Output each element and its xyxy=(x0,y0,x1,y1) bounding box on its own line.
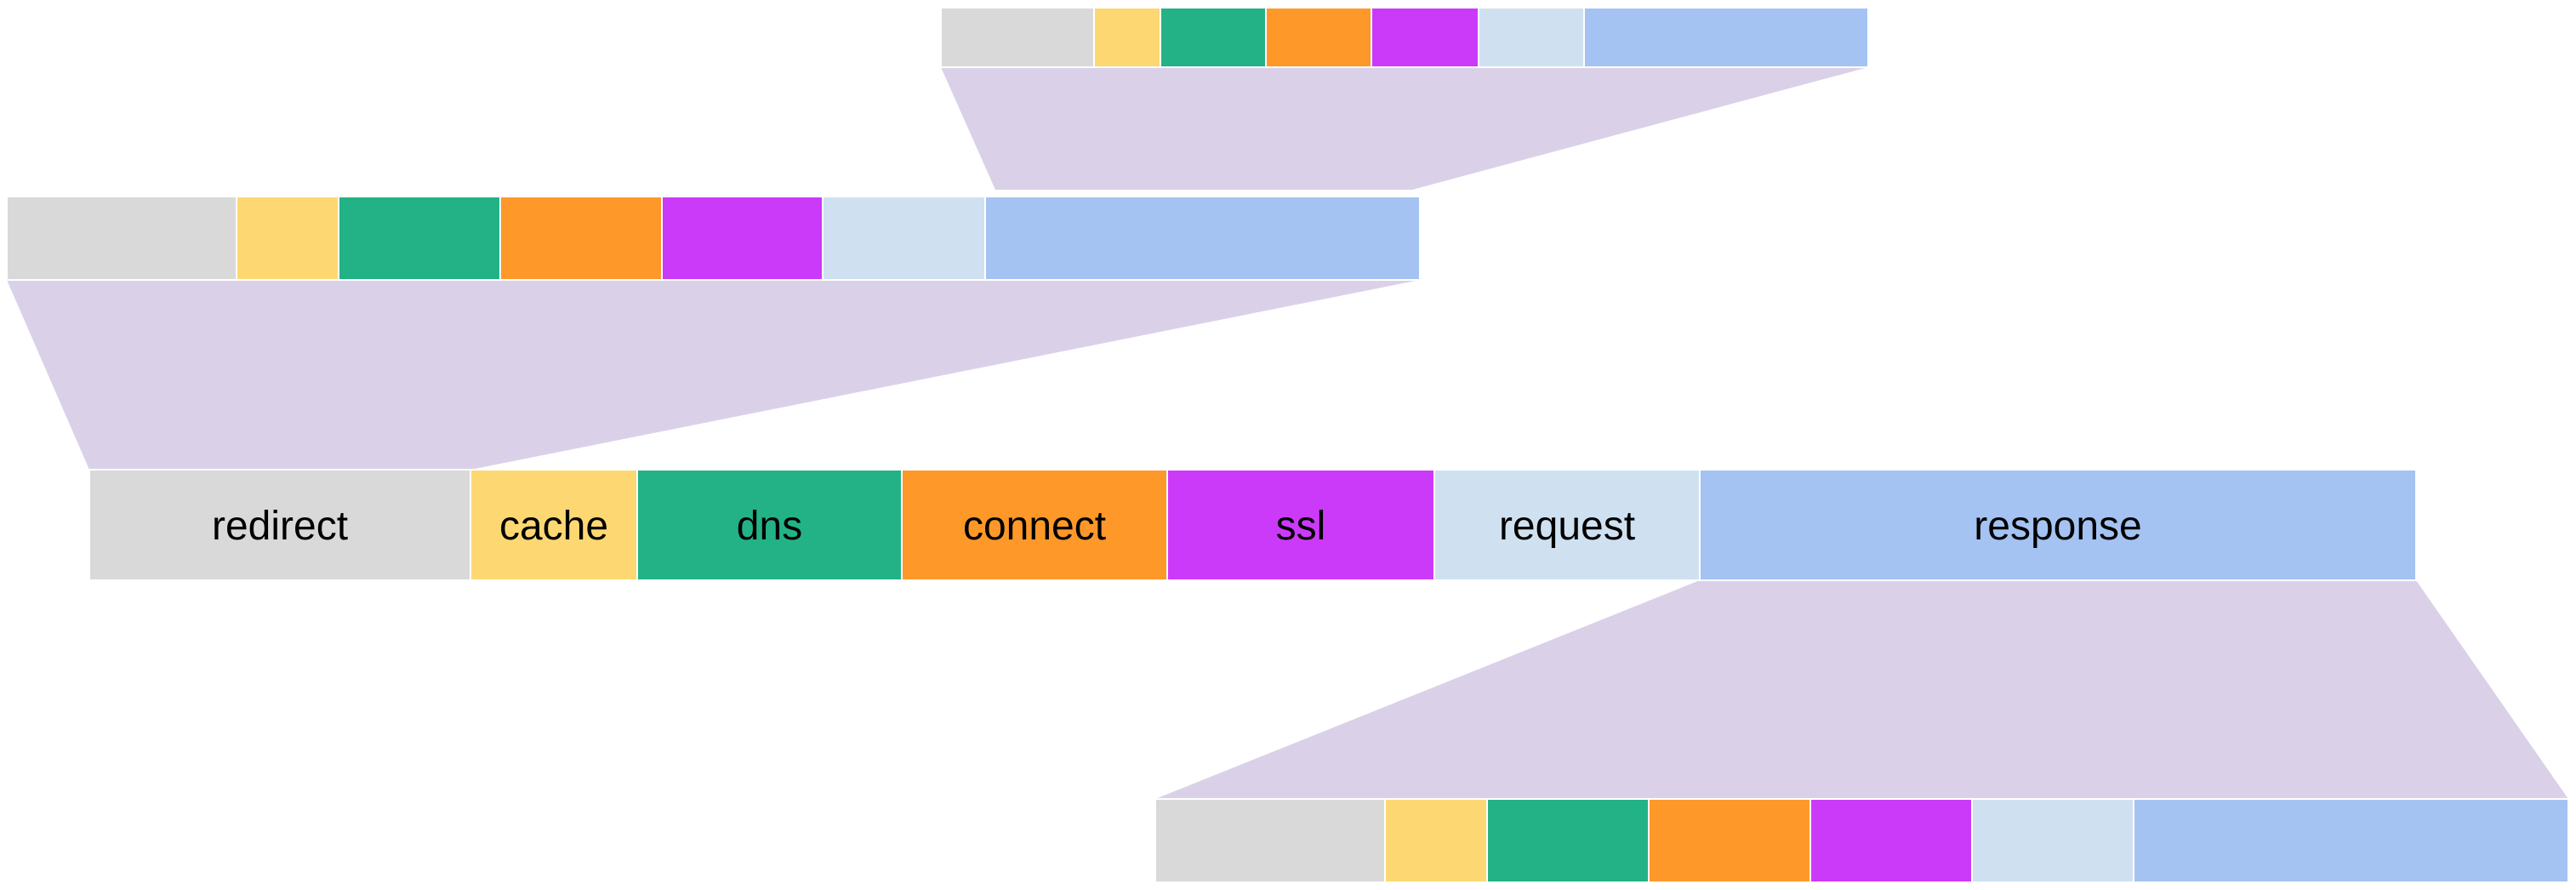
segment-label-dns: dns xyxy=(737,504,802,549)
timing-bar-zoom-from-response xyxy=(1154,798,2569,883)
segment-dns xyxy=(338,196,501,281)
segment-redirect xyxy=(6,196,237,281)
phase-bars: redirect cache dns connect ssl request respons… xyxy=(6,7,2569,883)
segment-redirect xyxy=(88,469,471,581)
segment-cache xyxy=(470,469,638,581)
segment-connect xyxy=(499,196,663,281)
segment-ssl xyxy=(661,196,824,281)
segment-redirect xyxy=(1154,798,1386,883)
segment-label-ssl: ssl xyxy=(1276,504,1326,549)
segment-label-redirect: redirect xyxy=(212,504,348,549)
timing-bar-zoom-from-redirect-nested xyxy=(940,7,1869,68)
segment-request xyxy=(1433,469,1701,581)
segment-request xyxy=(1971,798,2134,883)
zoom-connectors xyxy=(7,67,2568,799)
segment-connect xyxy=(1265,7,1372,68)
segment-label-cache: cache xyxy=(499,504,608,549)
segment-label-response: response xyxy=(1974,504,2141,549)
segment-ssl xyxy=(1809,798,1973,883)
segment-dns xyxy=(1160,7,1267,68)
segment-ssl xyxy=(1166,469,1435,581)
zoom-connector-redirect xyxy=(7,280,1420,470)
segment-request xyxy=(1478,7,1585,68)
segment-response xyxy=(2133,798,2569,883)
zoom-connector-nested xyxy=(941,67,1868,190)
segment-cache xyxy=(1093,7,1161,68)
zoom-connector-response xyxy=(1155,580,2568,799)
segment-cache xyxy=(236,196,339,281)
segment-dns xyxy=(1486,798,1650,883)
segment-cache xyxy=(1384,798,1488,883)
segment-redirect xyxy=(940,7,1095,68)
segment-request xyxy=(822,196,986,281)
segment-connect xyxy=(1648,798,1811,883)
segment-ssl xyxy=(1371,7,1479,68)
segment-label-connect: connect xyxy=(963,504,1106,549)
timing-bar-main: redirect cache dns connect ssl request respons… xyxy=(88,469,2417,581)
segment-response xyxy=(984,196,1421,281)
segment-response xyxy=(1699,469,2417,581)
segment-label-request: request xyxy=(1499,504,1635,549)
timing-bar-zoom-from-redirect xyxy=(6,196,1421,281)
segment-connect xyxy=(901,469,1168,581)
segment-response xyxy=(1583,7,1869,68)
